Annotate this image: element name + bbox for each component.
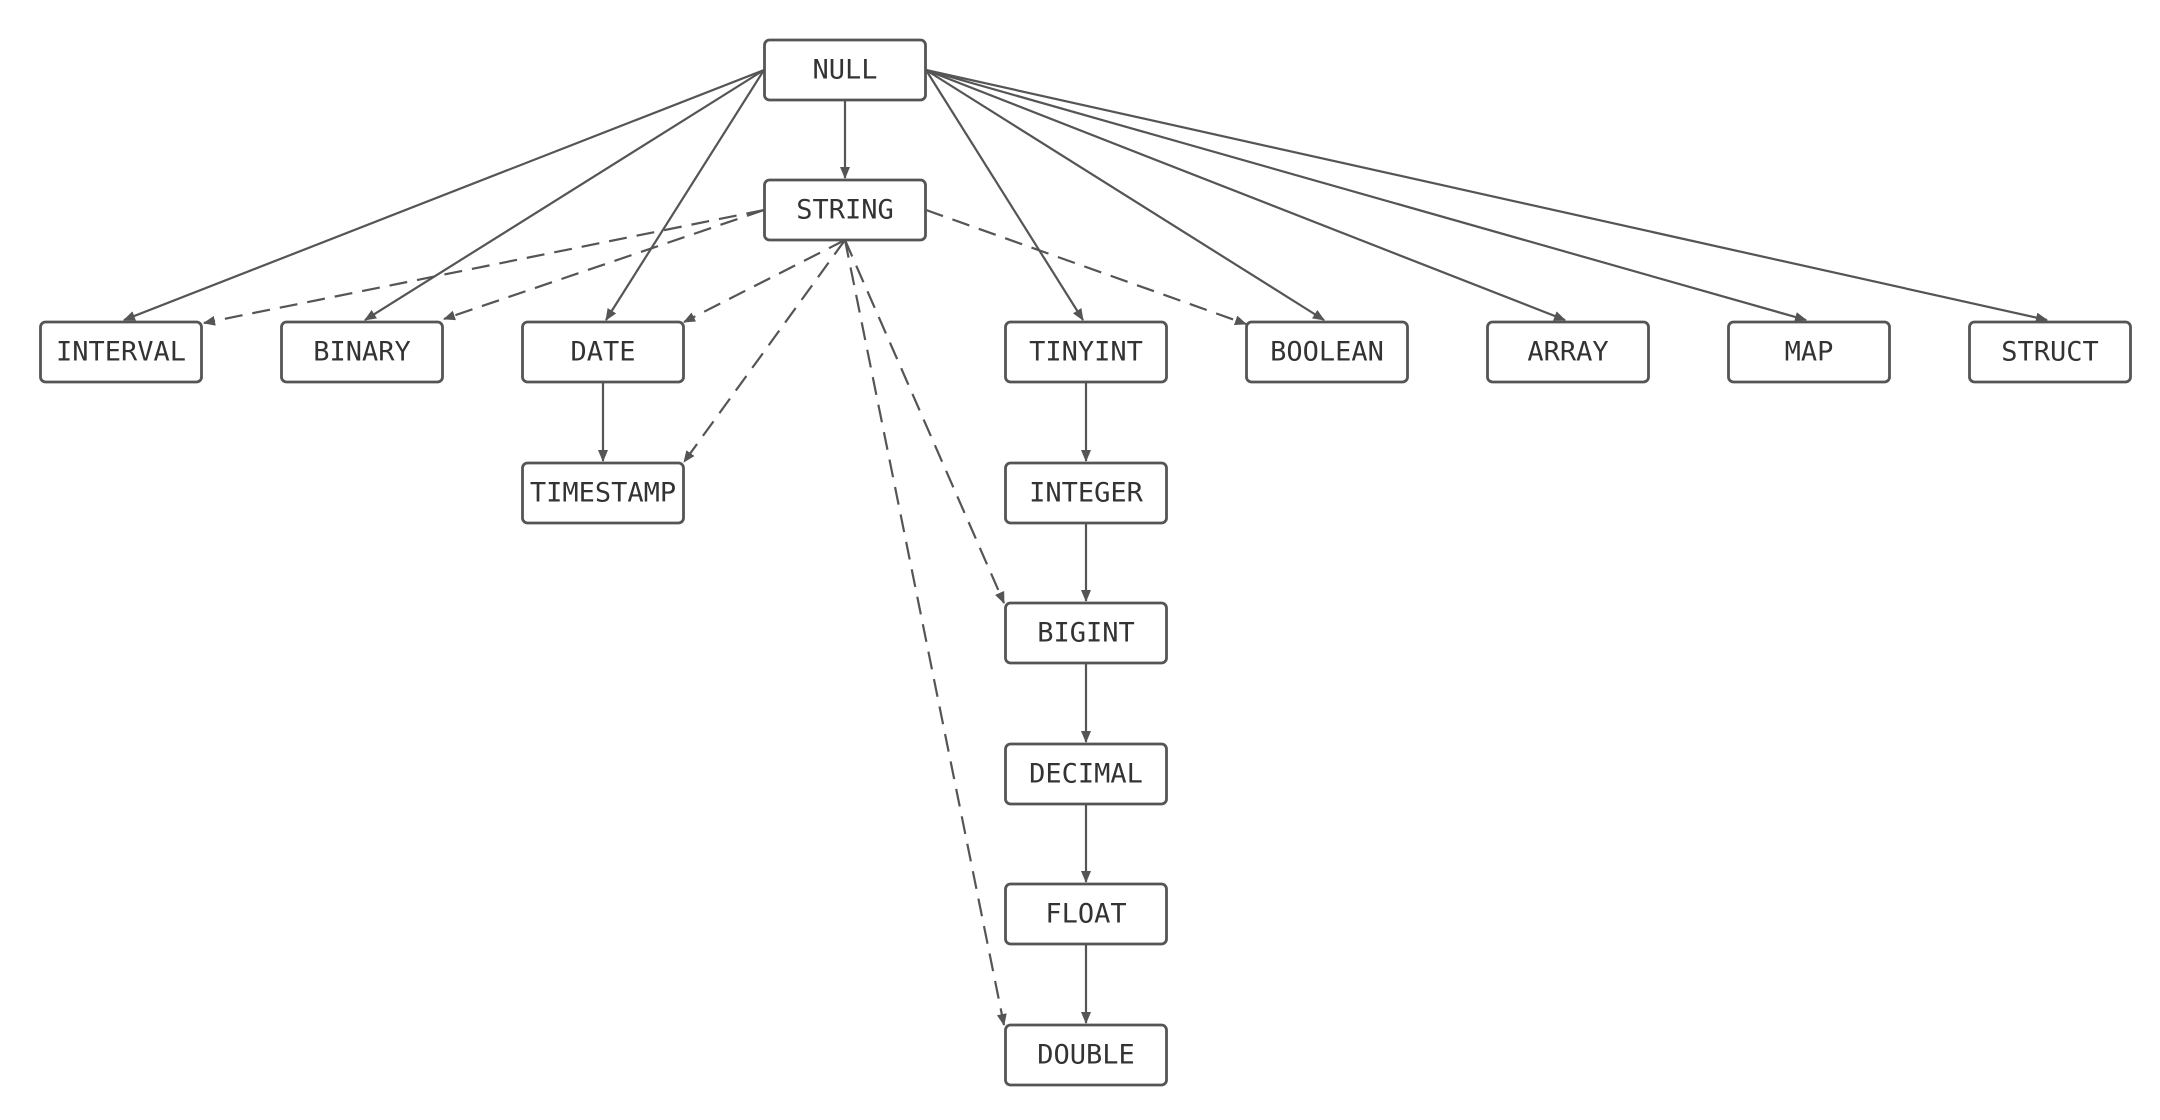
edge-string-to-timestamp bbox=[683, 239, 846, 463]
edge-null-to-struct bbox=[925, 68, 2048, 323]
edge-null-to-date bbox=[605, 69, 765, 321]
node-null: NULL bbox=[763, 38, 927, 102]
node-integer: INTEGER bbox=[1004, 461, 1168, 525]
edge-null-to-map bbox=[925, 68, 1807, 322]
edge-null-to-binary bbox=[364, 69, 765, 321]
node-binary: BINARY bbox=[280, 320, 444, 384]
node-label-timestamp: TIMESTAMP bbox=[530, 478, 676, 509]
node-box-timestamp bbox=[521, 461, 685, 525]
node-box-float bbox=[1004, 882, 1168, 946]
node-label-array: ARRAY bbox=[1527, 337, 1608, 368]
edge-null-to-array bbox=[925, 68, 1566, 322]
edge-string-to-interval bbox=[203, 208, 765, 326]
node-label-string: STRING bbox=[796, 195, 894, 226]
edge-string-to-binary bbox=[443, 208, 765, 321]
node-box-date bbox=[521, 320, 685, 384]
node-box-bigint bbox=[1004, 601, 1168, 665]
node-box-map bbox=[1727, 320, 1891, 384]
node-box-double bbox=[1004, 1023, 1168, 1087]
node-label-integer: INTEGER bbox=[1029, 478, 1144, 509]
edge-null-to-interval bbox=[123, 68, 765, 322]
node-label-boolean: BOOLEAN bbox=[1270, 337, 1384, 368]
node-box-interval bbox=[39, 320, 203, 384]
node-label-bigint: BIGINT bbox=[1037, 618, 1135, 649]
node-box-integer bbox=[1004, 461, 1168, 525]
node-box-null bbox=[763, 38, 927, 102]
edge-string-to-date bbox=[683, 239, 846, 323]
nodes-layer: NULL STRING INTERVAL BINARY DATE TIMESTAMP TIN… bbox=[39, 38, 2132, 1087]
node-timestamp: TIMESTAMP bbox=[521, 461, 685, 525]
node-label-decimal: DECIMAL bbox=[1029, 759, 1143, 790]
node-label-float: FLOAT bbox=[1045, 899, 1126, 930]
node-string: STRING bbox=[763, 178, 927, 242]
edge-string-to-bigint bbox=[843, 239, 1006, 604]
node-label-tinyint: TINYINT bbox=[1029, 337, 1143, 368]
node-box-decimal bbox=[1004, 742, 1168, 806]
node-box-string bbox=[763, 178, 927, 242]
node-float: FLOAT bbox=[1004, 882, 1168, 946]
node-map: MAP bbox=[1727, 320, 1891, 384]
edge-string-to-double bbox=[843, 239, 1007, 1026]
node-label-interval: INTERVAL bbox=[56, 337, 186, 368]
node-label-map: MAP bbox=[1785, 337, 1834, 368]
node-double: DOUBLE bbox=[1004, 1023, 1168, 1087]
edge-null-to-boolean bbox=[925, 69, 1325, 321]
edge-null-to-tinyint bbox=[925, 69, 1084, 321]
node-box-array bbox=[1486, 320, 1650, 384]
node-array: ARRAY bbox=[1486, 320, 1650, 384]
node-box-tinyint bbox=[1004, 320, 1168, 384]
node-label-double: DOUBLE bbox=[1037, 1040, 1135, 1071]
node-box-binary bbox=[280, 320, 444, 384]
node-bigint: BIGINT bbox=[1004, 601, 1168, 665]
node-label-struct: STRUCT bbox=[2001, 337, 2099, 368]
node-label-null: NULL bbox=[812, 55, 877, 86]
node-box-struct bbox=[1968, 320, 2132, 384]
node-label-binary: BINARY bbox=[313, 337, 411, 368]
node-struct: STRUCT bbox=[1968, 320, 2132, 384]
node-boolean: BOOLEAN bbox=[1245, 320, 1409, 384]
node-interval: INTERVAL bbox=[39, 320, 203, 384]
node-box-boolean bbox=[1245, 320, 1409, 384]
node-decimal: DECIMAL bbox=[1004, 742, 1168, 806]
node-tinyint: TINYINT bbox=[1004, 320, 1168, 384]
node-label-date: DATE bbox=[570, 337, 635, 368]
edges-layer bbox=[123, 68, 2048, 1026]
node-date: DATE bbox=[521, 320, 685, 384]
edge-string-to-boolean bbox=[925, 208, 1247, 326]
